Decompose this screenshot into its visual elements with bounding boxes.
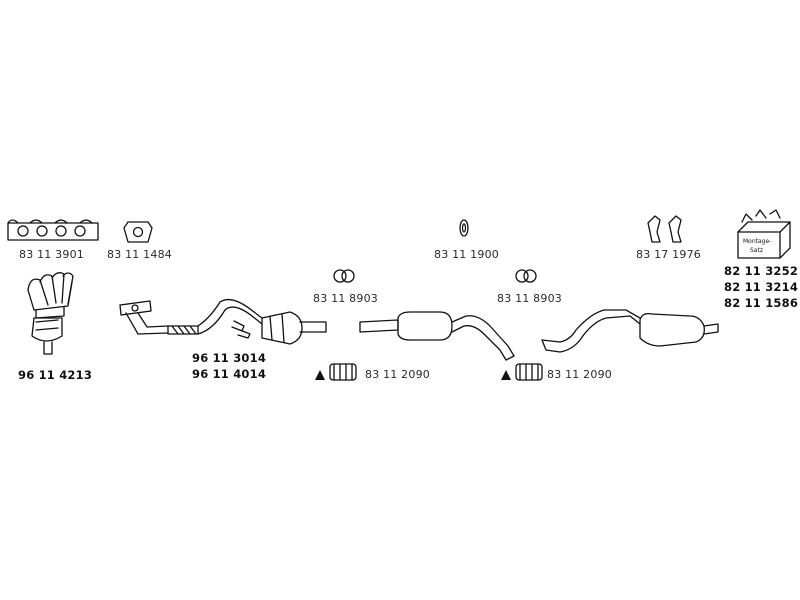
part-number-sleeve-left: 83 11 2090	[365, 368, 430, 381]
clamp-left-drawing	[333, 269, 355, 283]
sleeve-left-drawing	[329, 363, 357, 381]
part-number-kit-a: 82 11 3252	[724, 264, 799, 278]
warning-triangle-icon	[501, 370, 511, 380]
part-number-front-pipe-a: 96 11 3014	[192, 351, 267, 365]
clamp-right-drawing	[515, 269, 537, 283]
kit-box-text-1: Montage-	[743, 238, 771, 245]
manifold-catalyst-drawing	[27, 272, 74, 355]
kit-box-text-2: Satz	[750, 247, 763, 254]
mounting-kit-box-drawing	[737, 209, 791, 259]
part-number-gasket: 83 11 3901	[19, 248, 84, 261]
part-number-rubber-mounts: 83 17 1976	[636, 248, 701, 261]
warning-triangle-icon	[315, 370, 325, 380]
part-number-kit-b: 82 11 3214	[724, 280, 799, 294]
part-number-sleeve-right: 83 11 2090	[547, 368, 612, 381]
front-pipe-drawing	[119, 298, 263, 339]
manifold-gasket-drawing	[7, 219, 99, 241]
hanger-ring-drawing	[459, 219, 469, 237]
part-number-clamp-left: 83 11 8903	[313, 292, 378, 305]
catalyst-drawing	[261, 311, 327, 345]
part-number-kit-c: 82 11 1586	[724, 296, 799, 310]
part-number-front-pipe-b: 96 11 4014	[192, 367, 267, 381]
sleeve-right-drawing	[515, 363, 543, 381]
rear-silencer-drawing	[541, 309, 719, 353]
part-number-flange-gasket: 83 11 1484	[107, 248, 172, 261]
part-number-manifold-catalyst: 96 11 4213	[18, 368, 93, 382]
part-number-hanger-ring: 83 11 1900	[434, 248, 499, 261]
rubber-mounts-drawing	[647, 215, 682, 243]
part-number-clamp-right: 83 11 8903	[497, 292, 562, 305]
flange-gasket-drawing	[123, 221, 153, 243]
center-silencer-drawing	[359, 311, 515, 361]
